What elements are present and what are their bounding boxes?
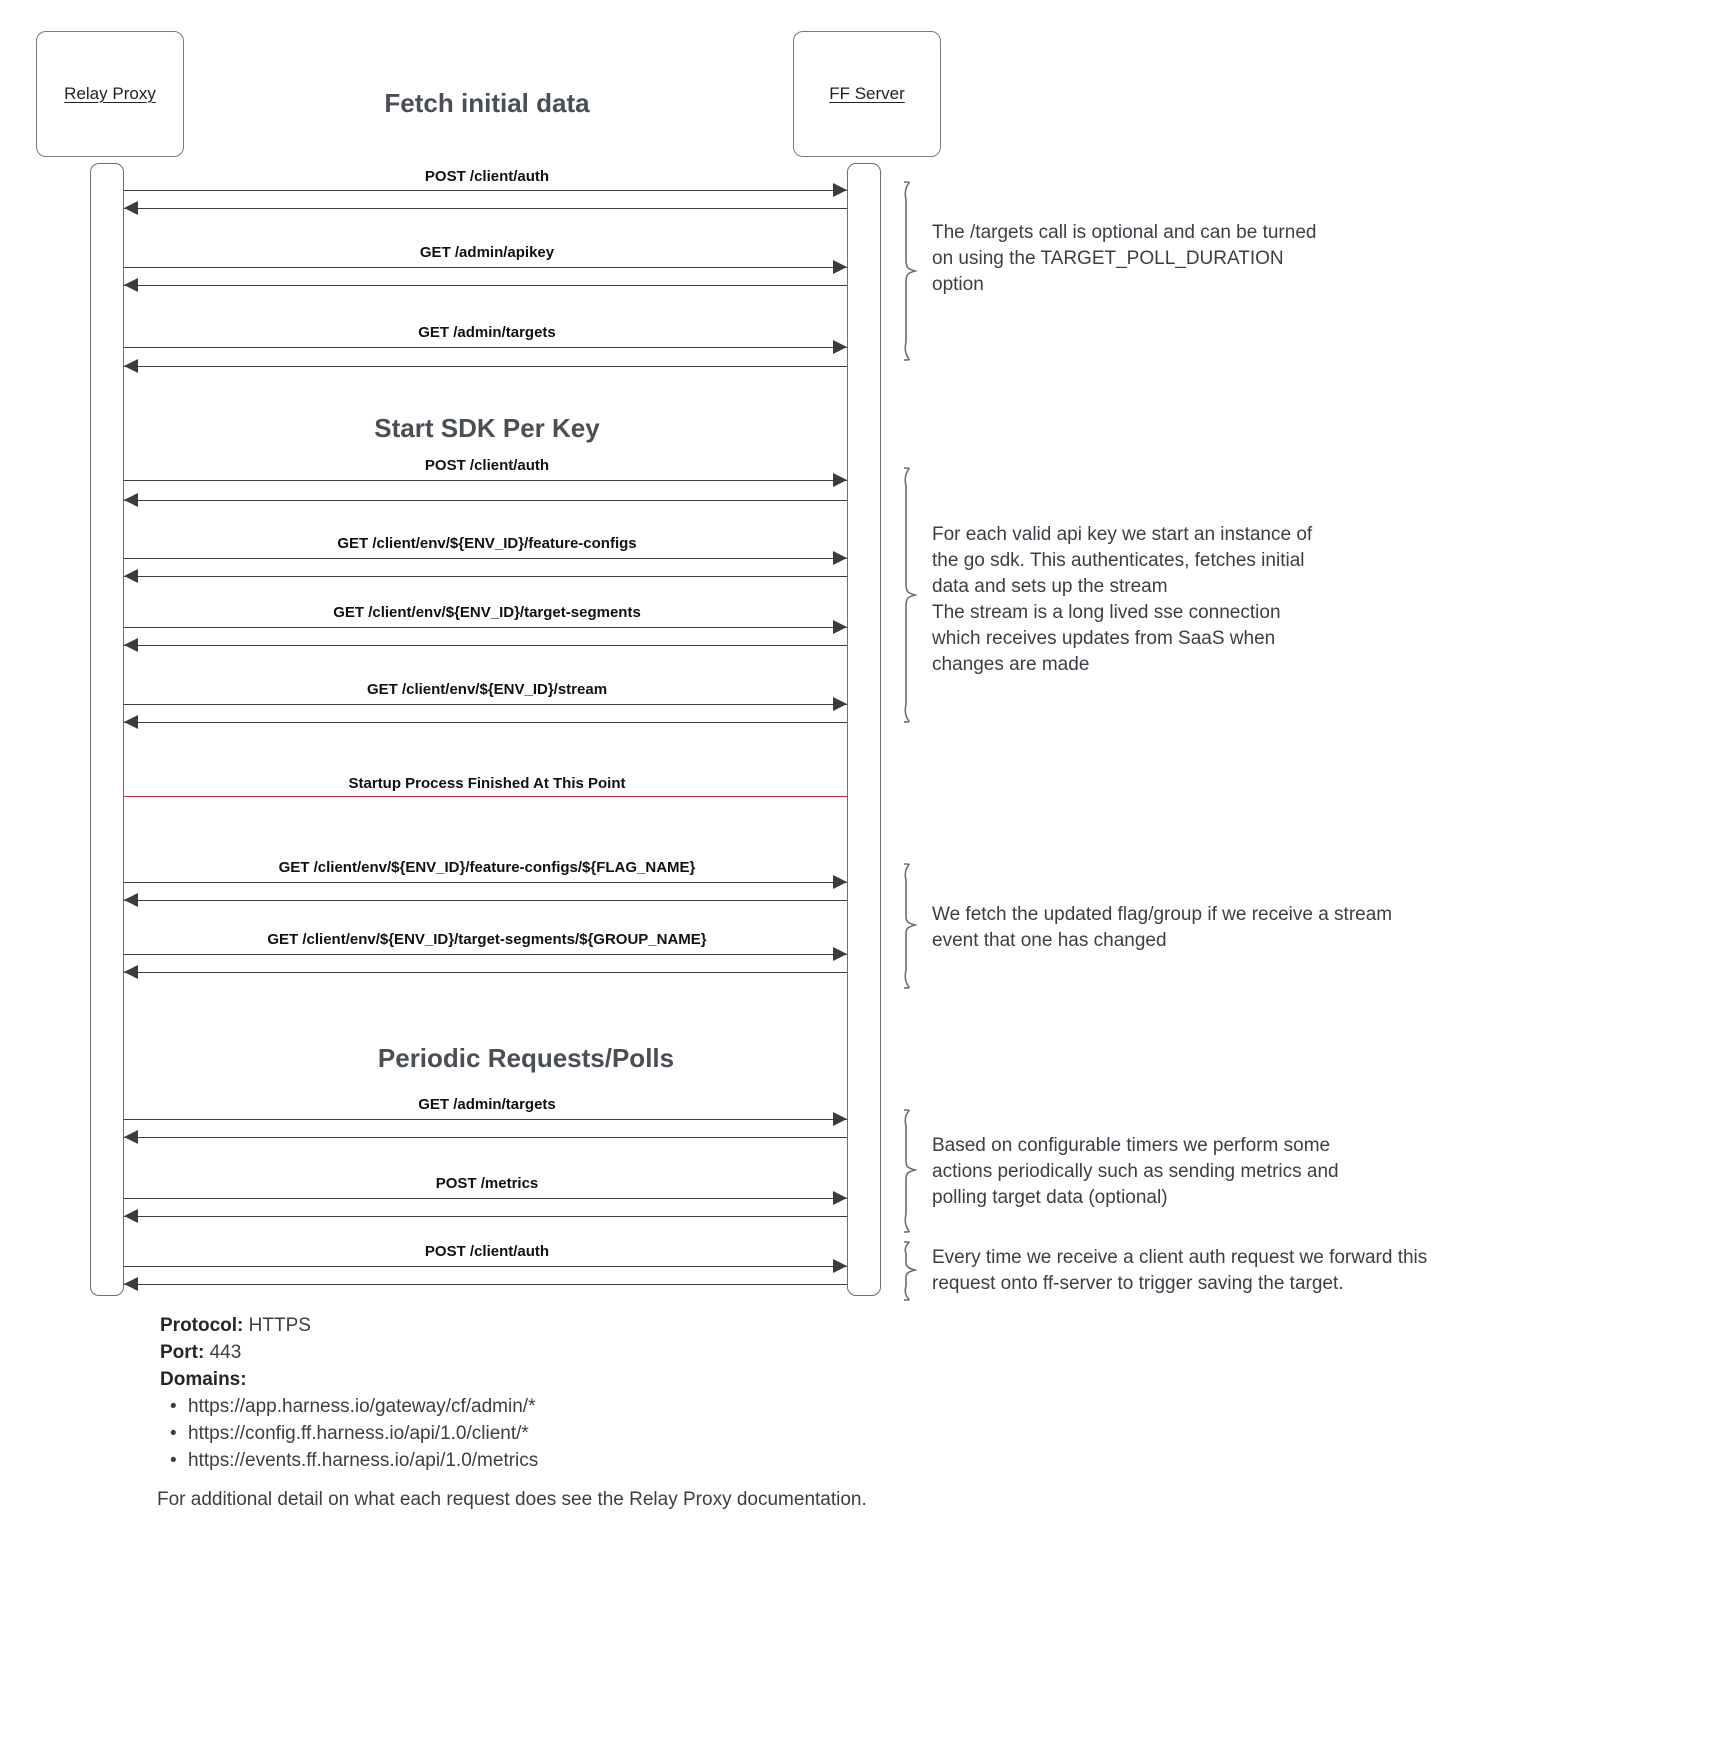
arrow-head-m11-response [124, 1209, 138, 1223]
message-label-m3: GET /admin/targets [418, 324, 556, 341]
footer-domain-item: https://events.ff.harness.io/api/1.0/met… [170, 1447, 960, 1474]
arrow-head-m12-response [124, 1277, 138, 1291]
arrow-head-m3-request [833, 340, 847, 354]
message-label-m9: GET /client/env/${ENV_ID}/target-segment… [267, 931, 707, 948]
message-line-m9-request [124, 954, 847, 955]
footer-domains-list: https://app.harness.io/gateway/cf/admin/… [160, 1393, 960, 1474]
message-label-m6: GET /client/env/${ENV_ID}/target-segment… [333, 604, 641, 621]
message-label-m7: GET /client/env/${ENV_ID}/stream [366, 681, 608, 698]
message-label-m8: GET /client/env/${ENV_ID}/feature-config… [278, 859, 696, 876]
participant-label-relay-proxy: Relay Proxy [64, 84, 156, 103]
arrow-head-m11-request [833, 1191, 847, 1205]
message-label-m2: GET /admin/apikey [419, 244, 555, 261]
message-label-m11: POST /metrics [435, 1175, 539, 1192]
message-line-m11-response [124, 1216, 847, 1217]
note-targets-optional: The /targets call is optional and can be… [932, 222, 1317, 295]
brace-note-configurable-timers [898, 1108, 924, 1234]
message-line-m5-response [124, 576, 847, 577]
footer-info-block: Protocol: HTTPS Port: 443 Domains: https… [160, 1312, 960, 1474]
brace-note-stream-event [898, 862, 924, 990]
arrow-head-m4-request [833, 473, 847, 487]
message-line-m8-response [124, 900, 847, 901]
arrow-head-m5-response [124, 569, 138, 583]
arrow-head-m6-request [833, 620, 847, 634]
footer-domains-row: Domains: [160, 1366, 960, 1393]
arrow-head-m2-request [833, 260, 847, 274]
message-line-m3-response [124, 366, 847, 367]
message-line-m10-response [124, 1137, 847, 1138]
section-title-periodic-requests: Periodic Requests/Polls [377, 1043, 675, 1073]
message-line-m8-request [124, 882, 847, 883]
arrow-head-m1-response [124, 201, 138, 215]
participant-box-ff-server[interactable]: FF Server [793, 31, 941, 157]
footer-domain-item: https://config.ff.harness.io/api/1.0/cli… [170, 1420, 960, 1447]
message-label-m5: GET /client/env/${ENV_ID}/feature-config… [337, 535, 637, 552]
lifeline-relay-proxy[interactable] [90, 163, 124, 1296]
message-line-m4-request [124, 480, 847, 481]
footer-port-label: Port: [160, 1342, 205, 1363]
participant-box-relay-proxy[interactable]: Relay Proxy [36, 31, 184, 157]
arrow-head-m2-response [124, 278, 138, 292]
message-label-m12: POST /client/auth [424, 1243, 550, 1260]
message-line-m5-request [124, 558, 847, 559]
note-client-auth-forward: Every time we receive a client auth requ… [932, 1247, 1428, 1294]
message-line-m6-response [124, 645, 847, 646]
footer-protocol-label: Protocol: [160, 1315, 244, 1336]
arrow-head-m3-response [124, 359, 138, 373]
arrow-head-m5-request [833, 551, 847, 565]
message-line-m7-request [124, 704, 847, 705]
note-stream-event: We fetch the updated flag/group if we re… [932, 904, 1393, 951]
footer-protocol-value: HTTPS [248, 1315, 311, 1336]
message-line-m11-request [124, 1198, 847, 1199]
message-line-m12-request [124, 1266, 847, 1267]
participant-label-ff-server: FF Server [829, 84, 905, 103]
arrow-head-m7-response [124, 715, 138, 729]
note-configurable-timers: Based on configurable timers we perform … [932, 1135, 1339, 1208]
footer-domains-label: Domains: [160, 1369, 247, 1390]
message-line-m2-request [124, 267, 847, 268]
arrow-head-m7-request [833, 697, 847, 711]
message-line-m9-response [124, 972, 847, 973]
message-line-m10-request [124, 1119, 847, 1120]
footer-closing-note: For additional detail on what each reque… [157, 1489, 867, 1510]
divider-label: Startup Process Finished At This Point [348, 775, 626, 792]
note-sdk-instance: For each valid api key we start an insta… [932, 524, 1313, 675]
footer-port-row: Port: 443 [160, 1339, 960, 1366]
message-line-m1-request [124, 190, 847, 191]
arrow-head-m4-response [124, 493, 138, 507]
arrow-head-m9-response [124, 965, 138, 979]
footer-domain-item: https://app.harness.io/gateway/cf/admin/… [170, 1393, 960, 1420]
arrow-head-m8-request [833, 875, 847, 889]
arrow-head-m9-request [833, 947, 847, 961]
message-label-m4: POST /client/auth [424, 457, 550, 474]
message-label-m1: POST /client/auth [424, 168, 550, 185]
footer-protocol-row: Protocol: HTTPS [160, 1312, 960, 1339]
brace-note-targets-optional [898, 180, 924, 362]
brace-note-sdk-instance [898, 466, 924, 724]
arrow-head-m1-request [833, 183, 847, 197]
footer-port-value: 443 [209, 1342, 242, 1363]
section-title-fetch-initial-data: Fetch initial data [384, 88, 590, 118]
message-line-m7-response [124, 722, 847, 723]
arrow-head-m12-request [833, 1259, 847, 1273]
message-line-m1-response [124, 208, 847, 209]
arrow-head-m6-response [124, 638, 138, 652]
arrow-head-m8-response [124, 893, 138, 907]
message-line-m12-response [124, 1284, 847, 1285]
arrow-head-m10-response [124, 1130, 138, 1144]
arrow-head-m10-request [833, 1112, 847, 1126]
lifeline-ff-server[interactable] [847, 163, 881, 1296]
message-line-m4-response [124, 500, 847, 501]
section-title-start-sdk-per-key: Start SDK Per Key [374, 413, 600, 443]
message-line-m3-request [124, 347, 847, 348]
message-line-m2-response [124, 285, 847, 286]
divider-line-startup-finished [124, 796, 847, 797]
brace-note-client-auth-forward [898, 1240, 924, 1302]
message-label-m10: GET /admin/targets [418, 1096, 556, 1113]
message-line-m6-request [124, 627, 847, 628]
